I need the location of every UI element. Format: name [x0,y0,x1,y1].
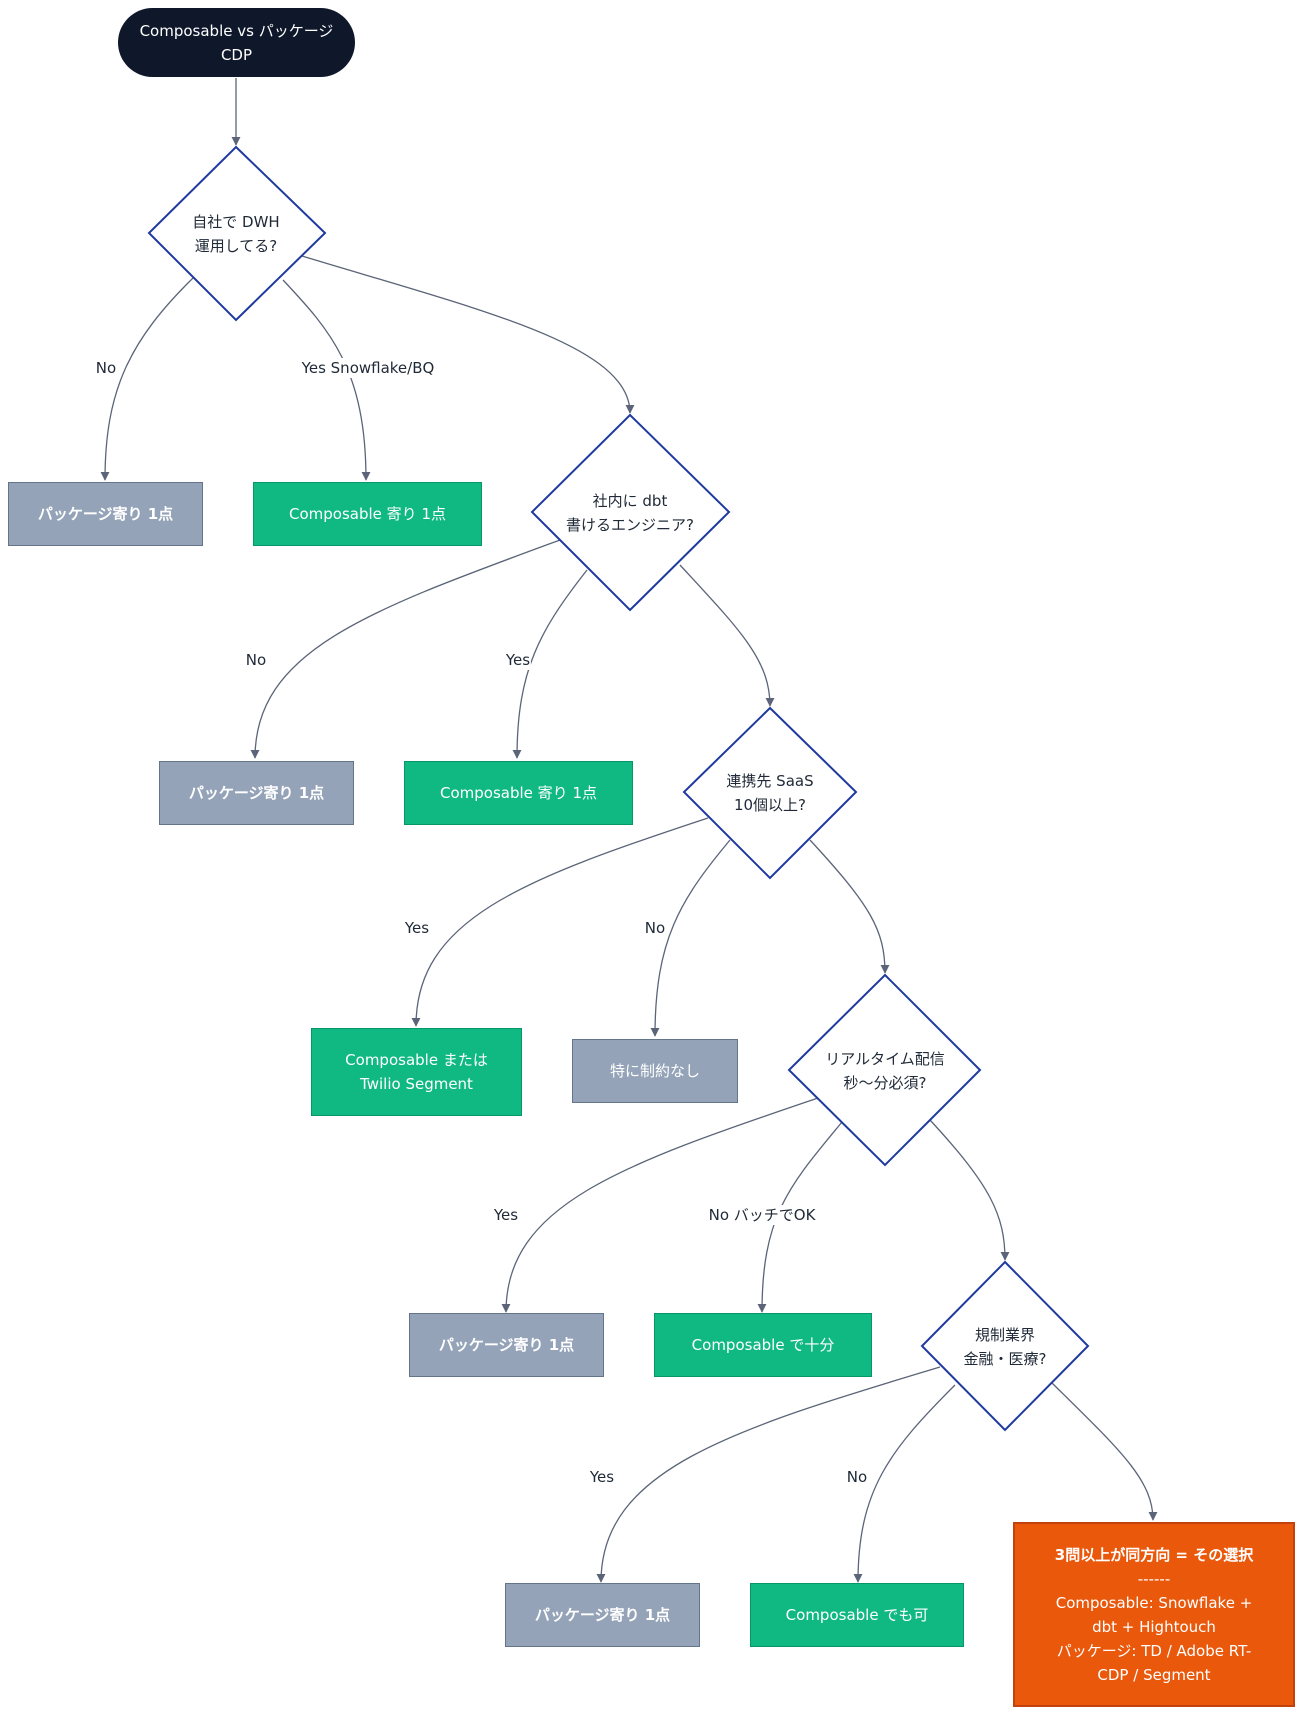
decision-dwh-line-1: 自社で DWH [192,213,280,231]
start-node: Composable vs パッケージ CDP [118,8,355,77]
edge-q2-yes [512,569,588,759]
outcome-q4-package: パッケージ寄り 1点 [409,1313,604,1377]
decision-dbt-line-2: 書けるエンジニア? [566,516,694,534]
outcome-q4-composable: Composable で十分 [654,1313,872,1377]
edge-q1-yes [282,279,371,481]
outcome-q1-package: パッケージ寄り 1点 [8,482,203,546]
outcome-q2-composable-label: Composable 寄り 1点 [440,784,597,802]
edge-label-q3-no: No [643,918,667,938]
outcome-q3-no-constraint: 特に制約なし [572,1039,738,1103]
decision-dbt-diamond [530,413,731,612]
edge-q3-q4 [809,839,890,974]
decision-dwh-diamond [147,145,327,322]
edge-q4-q5 [929,1119,1010,1261]
edge-q5-final [1051,1382,1158,1521]
decision-saas-text: 連携先 SaaS 10個以上? [726,769,813,817]
decision-realtime-text: リアルタイム配信 秒〜分必須? [825,1047,945,1095]
edge-q2-q3 [679,564,775,707]
outcome-q5-package: パッケージ寄り 1点 [505,1583,700,1647]
edge-q3-no [650,839,731,1037]
outcome-q3-composable-or-segment: Composable または Twilio Segment [311,1028,522,1116]
edge-label-q2-yes: Yes [504,650,532,670]
edge-q5-no [853,1384,956,1583]
edge-label-q2-no: No [244,650,268,670]
edge-q3-yes [411,817,709,1027]
decision-saas-diamond [682,706,858,880]
edge-q2-no [250,539,561,759]
decision-regulated-line-1: 規制業界 [974,1326,1035,1344]
edge-q5-yes [596,1366,941,1583]
decision-regulated-diamond [920,1260,1090,1432]
decision-saas-line-1: 連携先 SaaS [726,772,814,790]
outcome-q2-package-label: パッケージ寄り 1点 [188,784,325,802]
final-line-3: Composable: Snowflake + [1055,1593,1253,1612]
final-line-6: CDP / Segment [1097,1665,1211,1684]
outcome-q2-package: パッケージ寄り 1点 [159,761,354,825]
outcome-q4-composable-label: Composable で十分 [691,1336,835,1354]
outcome-q3-yes-line-1: Composable または [345,1051,488,1069]
decision-realtime-diamond [787,973,982,1167]
outcome-q5-package-label: パッケージ寄り 1点 [534,1606,671,1624]
outcome-q1-package-label: パッケージ寄り 1点 [37,505,174,523]
decision-realtime-line-1: リアルタイム配信 [825,1050,945,1068]
final-line-5: パッケージ: TD / Adobe RT- [1056,1641,1252,1660]
outcome-q5-composable-label: Composable でも可 [785,1606,929,1624]
outcome-q1-composable: Composable 寄り 1点 [253,482,482,546]
decision-saas-line-2: 10個以上? [733,796,807,814]
start-line-1: Composable vs パッケージ [139,21,334,40]
final-summary-box: 3問以上が同方向 = その選択 ------ Composable: Snowf… [1013,1522,1295,1707]
edge-q1-q2 [301,255,635,414]
outcome-q5-composable: Composable でも可 [750,1583,964,1647]
outcome-q2-composable: Composable 寄り 1点 [404,761,633,825]
start-line-2: CDP [220,45,253,64]
decision-dwh-line-2: 運用してる? [194,237,278,255]
edge-label-q3-yes: Yes [403,918,431,938]
outcome-q3-yes-line-2: Twilio Segment [360,1075,473,1093]
decision-dbt-line-1: 社内に dbt [592,492,668,510]
decision-regulated-text: 規制業界 金融・医療? [964,1323,1047,1371]
final-line-4: dbt + Hightouch [1092,1617,1216,1636]
decision-dbt-text: 社内に dbt 書けるエンジニア? [566,489,694,537]
edge-label-q1-no: No [94,358,118,378]
edge-label-q4-yes: Yes [492,1205,520,1225]
decision-dwh-text: 自社で DWH 運用してる? [192,210,279,258]
edge-label-q4-no: No バッチでOK [707,1205,817,1225]
edge-label-q1-yes: Yes Snowflake/BQ [300,358,436,378]
outcome-q4-package-label: パッケージ寄り 1点 [438,1336,575,1354]
final-line-1: 3問以上が同方向 = その選択 [1054,1545,1254,1564]
outcome-q1-composable-label: Composable 寄り 1点 [289,505,446,523]
decision-realtime-line-2: 秒〜分必須? [843,1074,927,1092]
edge-q4-no [757,1121,843,1313]
edge-label-q5-no: No [845,1467,869,1487]
edge-q4-yes [501,1097,819,1313]
edge-q1-no [100,277,194,481]
outcome-q3-no-label: 特に制約なし [609,1062,700,1080]
edge-label-q5-yes: Yes [588,1467,616,1487]
final-line-2: ------ [1137,1569,1171,1588]
decision-regulated-line-2: 金融・医療? [963,1350,1047,1368]
